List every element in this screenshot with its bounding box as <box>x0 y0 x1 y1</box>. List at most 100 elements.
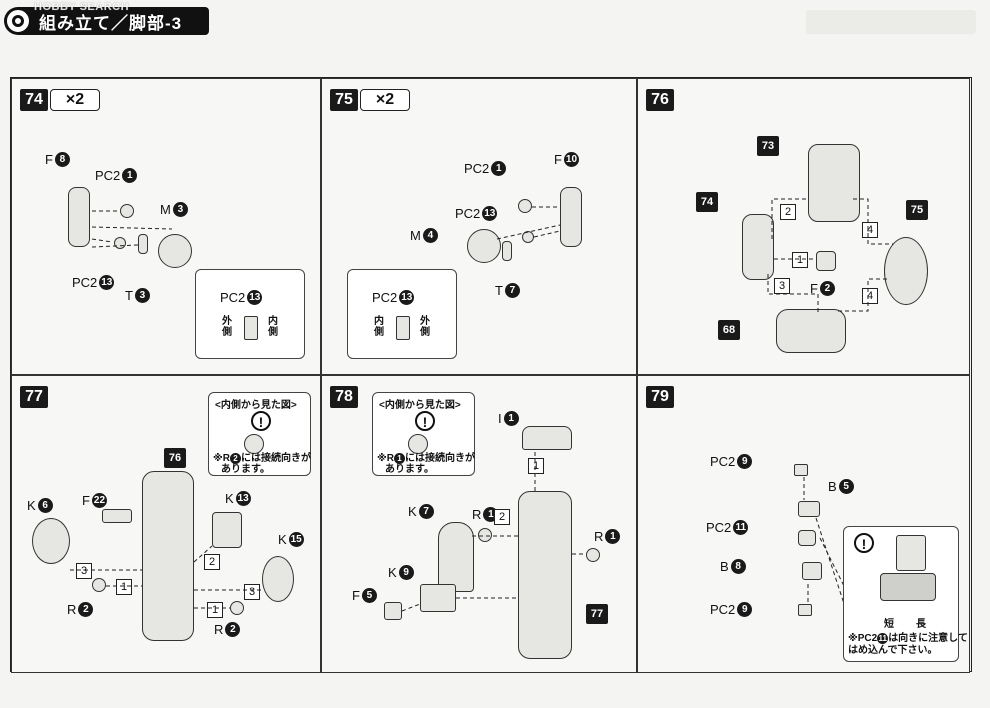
inset-note-line2: あります。 <box>385 464 434 475</box>
ref-step-77: 77 <box>586 604 608 624</box>
inset-title: <内側から見た図> <box>215 400 297 411</box>
plate-part <box>420 584 456 612</box>
substep-1: 1 <box>792 252 808 268</box>
faded-header-tab <box>806 10 976 34</box>
substep-2: 2 <box>780 204 796 220</box>
armor-part <box>212 512 242 548</box>
polycap <box>794 464 808 476</box>
polycap <box>114 237 126 249</box>
ratchet-part <box>92 578 106 592</box>
gear-icon <box>5 8 31 34</box>
step-number: 75 <box>330 89 358 111</box>
step-number: 79 <box>646 386 674 408</box>
frame-part <box>102 509 132 523</box>
ref-step-74: 74 <box>696 192 718 212</box>
ratchet-part <box>230 601 244 615</box>
substep-3: 3 <box>76 563 92 579</box>
warning-icon: ! <box>251 411 271 431</box>
cover-part <box>522 426 572 450</box>
ref-step-68: 68 <box>718 320 740 340</box>
warning-icon: ! <box>415 411 435 431</box>
substep-2: 2 <box>494 509 510 525</box>
substep-1: 1 <box>116 579 132 595</box>
inset-title: <内側から見た図> <box>379 400 461 411</box>
frame-part <box>384 602 402 620</box>
substep-3: 3 <box>774 278 790 294</box>
inset-note-line2: はめ込んで下さい。 <box>848 645 938 656</box>
side-cover-part <box>32 518 70 564</box>
pin-part <box>502 241 512 261</box>
substep-4b: 4 <box>862 288 878 304</box>
substep-4: 4 <box>862 222 878 238</box>
substep-1: 1 <box>528 458 544 474</box>
ref-step-75: 75 <box>906 200 928 220</box>
warning-icon: ! <box>854 533 874 553</box>
ratchet-part <box>478 528 492 542</box>
leg-assembly <box>518 491 572 659</box>
watermark: HOBBY SEARCH <box>34 1 130 13</box>
outer-side-label: 外側 <box>420 316 430 338</box>
frame-connector <box>816 251 836 271</box>
inset-note-line2: あります。 <box>221 464 270 475</box>
step-number: 76 <box>646 89 674 111</box>
polycap <box>798 530 816 546</box>
step-number: 77 <box>20 386 48 408</box>
quantity-badge: ×2 <box>360 89 410 111</box>
left-leg-assembly <box>742 214 774 280</box>
pin-part <box>138 234 148 254</box>
foot-assembly <box>776 309 846 353</box>
ratchet-part <box>586 548 600 562</box>
right-leg-assembly <box>884 237 928 305</box>
ratchet-part <box>408 434 428 454</box>
step-number: 78 <box>330 386 358 408</box>
quantity-badge: ×2 <box>50 89 100 111</box>
armor-shell-part <box>438 522 474 592</box>
substep-1b: 1 <box>207 602 223 618</box>
step-number: 74 <box>20 89 48 111</box>
inner-side-label: 内側 <box>374 316 384 338</box>
disc-part <box>467 229 501 263</box>
section-title-bar: 組み立て／脚部-3 <box>4 7 209 35</box>
polycap <box>120 204 134 218</box>
side-cover-part <box>262 556 294 602</box>
short-label: 短 <box>884 619 894 630</box>
polycap-detail <box>880 573 936 601</box>
inset-note: ※PC211は向きに注意して <box>848 633 968 644</box>
bracket-part <box>798 501 820 517</box>
frame-part <box>68 187 90 247</box>
section-title: 組み立て／脚部-3 <box>39 13 183 33</box>
leg-assembly <box>142 471 194 641</box>
ratchet-part <box>244 434 264 454</box>
ref-step-73: 73 <box>757 136 779 156</box>
